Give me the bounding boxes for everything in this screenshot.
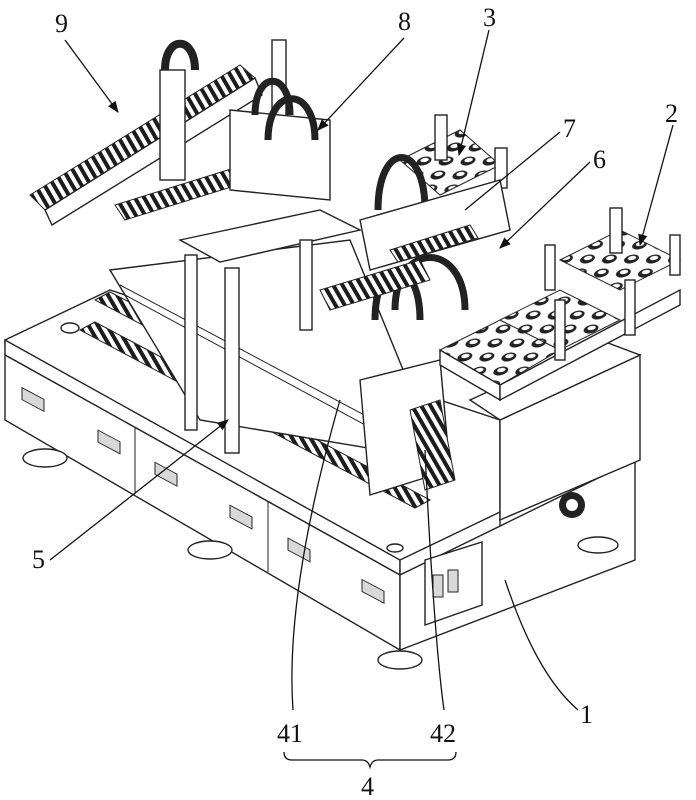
- leveling-feet: [22, 448, 619, 670]
- base-cabinet: [4, 289, 642, 670]
- cabinet-handles: [21, 386, 385, 604]
- label-42: 42: [430, 719, 456, 748]
- label-8: 8: [398, 7, 411, 36]
- label-9: 9: [55, 9, 68, 38]
- label-1: 1: [580, 700, 593, 729]
- label-4: 4: [361, 772, 374, 800]
- module-3: [359, 114, 511, 271]
- label-2: 2: [665, 99, 678, 128]
- module-8: [229, 77, 331, 201]
- label-3: 3: [483, 3, 496, 32]
- support-frame: [178, 209, 363, 454]
- module-lower-center: [319, 254, 469, 496]
- label-6: 6: [593, 145, 606, 174]
- tray-module-2: [438, 207, 682, 402]
- label-5: 5: [32, 545, 45, 574]
- label-41: 41: [277, 719, 303, 748]
- callouts: 9 8 3 7 6 2 5 1 41 42 4: [32, 3, 678, 800]
- label-7: 7: [563, 114, 576, 143]
